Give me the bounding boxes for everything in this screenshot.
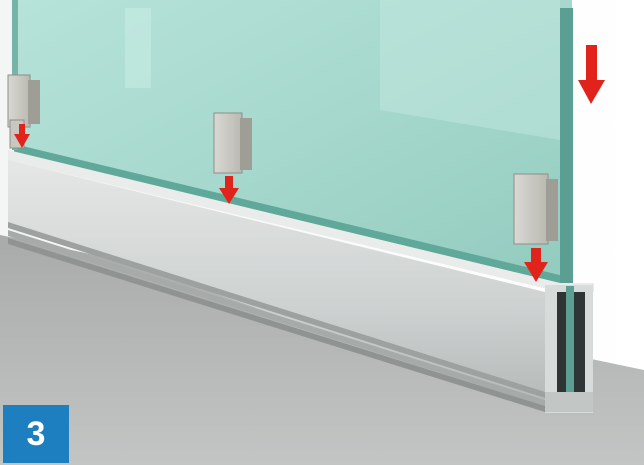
wedge-clamp-3 (514, 174, 558, 244)
glass-reflection-2 (125, 8, 151, 88)
glass-in-channel (566, 286, 574, 392)
wedge-clamp-2 (214, 113, 252, 173)
profile-base-lip (545, 392, 593, 412)
step-number-badge: 3 (3, 405, 69, 463)
step-number-label: 3 (27, 415, 46, 454)
glass-right-edge (560, 8, 573, 286)
